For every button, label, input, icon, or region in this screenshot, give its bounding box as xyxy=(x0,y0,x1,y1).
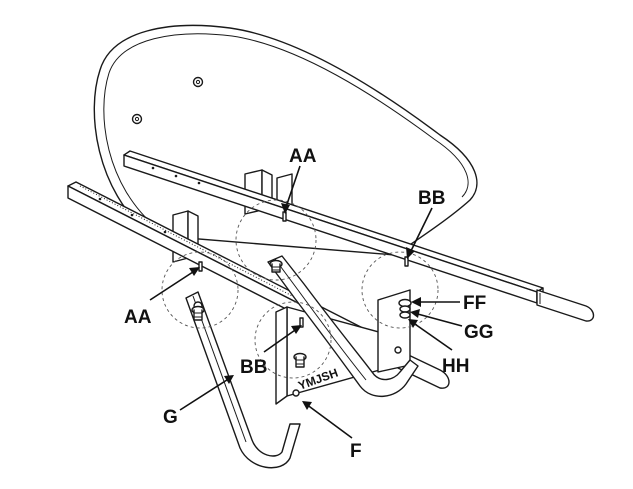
leader-lines xyxy=(149,165,463,439)
arrowhead xyxy=(302,401,312,410)
leader-f xyxy=(305,403,353,439)
arrowhead xyxy=(189,267,200,276)
label-aa-left: AA xyxy=(124,307,152,328)
bolt-left xyxy=(191,305,205,321)
leader-gg xyxy=(413,312,463,327)
leader-hh xyxy=(411,321,453,351)
bolt-upper xyxy=(269,259,283,273)
tray-hole xyxy=(192,76,204,88)
leader-aa-top xyxy=(284,165,301,211)
label-g: G xyxy=(163,407,178,428)
detail-circle-bb-top xyxy=(361,251,439,329)
label-hh: HH xyxy=(442,356,469,377)
arrowhead xyxy=(281,203,290,214)
detail-circles xyxy=(161,199,439,379)
pin-bb-top xyxy=(404,256,409,267)
label-bb-mid: BB xyxy=(240,357,267,378)
handle-rail-back xyxy=(123,150,595,322)
pin-bb-mid xyxy=(299,317,304,328)
arrowhead xyxy=(224,375,234,384)
tray xyxy=(93,24,478,256)
leader-g xyxy=(179,377,231,411)
leader-aa-left xyxy=(149,269,197,301)
label-aa-top: AA xyxy=(289,146,317,167)
pin-aa-left xyxy=(198,261,203,272)
bolts xyxy=(191,259,412,368)
detail-circle-aa-top xyxy=(235,199,317,281)
arrowhead xyxy=(408,319,418,328)
leg-h xyxy=(267,255,419,397)
tray-hole xyxy=(131,113,143,125)
label-ff: FF xyxy=(463,293,486,314)
arrowhead xyxy=(410,309,420,318)
arrowhead xyxy=(406,247,415,259)
leader-bb-mid xyxy=(263,327,299,353)
arrowhead xyxy=(291,325,302,334)
label-bb-top: BB xyxy=(418,188,445,209)
callout-labels: AA AA BB BB FF GG HH G F xyxy=(124,146,494,462)
pin-aa-top xyxy=(282,211,287,222)
bolt-right xyxy=(398,298,412,319)
detail-circle-aa-left xyxy=(161,251,239,329)
label-f: F xyxy=(350,441,362,462)
bolt-lower xyxy=(293,352,307,368)
arrowhead xyxy=(411,297,421,307)
label-gg: GG xyxy=(464,322,494,343)
leader-bb-top xyxy=(408,207,433,256)
detail-circle-bb-mid xyxy=(254,301,332,379)
